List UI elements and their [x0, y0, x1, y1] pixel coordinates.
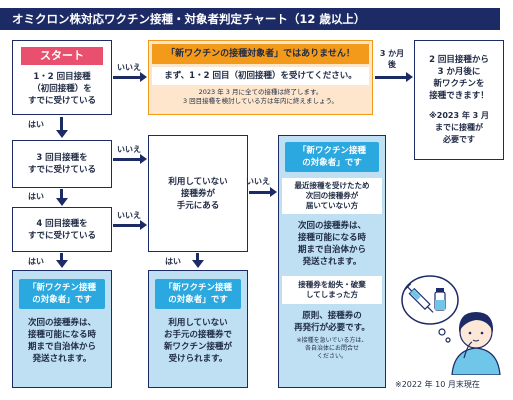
after-note: 必要です — [443, 135, 475, 144]
arrow-right-icon — [140, 72, 147, 82]
result-left-box: 「新ワクチン接種 の対象者」です 次回の接種券は、 接種可能になる時 期まで自治… — [12, 270, 112, 388]
page-title: オミクロン株対応ワクチン接種・対象者判定チャート（12 歳以上） — [0, 8, 500, 30]
arrow-down-icon — [55, 198, 68, 206]
section2-text: 原則、接種券の — [302, 311, 362, 321]
result-text: 利用していない — [168, 318, 228, 328]
arrow-right-icon — [406, 72, 413, 82]
coupon-line: 利用していない — [168, 176, 228, 187]
section2-text: 再発行が必要です。 — [294, 323, 370, 333]
not-target-main: まず、1・2 回目（初回接種）を受けてください。 — [164, 71, 357, 81]
after-line: 接種できます！ — [429, 91, 489, 101]
result-text: 次回の接種券は、 — [27, 318, 96, 328]
yes-label: はい — [165, 257, 181, 266]
section2-title: してしまった方 — [306, 290, 358, 299]
arrow-shaft — [196, 253, 199, 261]
arrow-right-icon — [270, 187, 277, 197]
q4-box: 4 回目接種を すでに受けている — [12, 207, 112, 252]
no-label: いいえ — [117, 211, 141, 220]
start-question-line: 1・2 回目接種 — [33, 72, 91, 82]
arrow-shaft — [375, 76, 407, 79]
after-note: ※2023 年 3 月 — [429, 111, 489, 120]
arrow-shaft — [113, 158, 141, 161]
yes-label: はい — [28, 192, 44, 201]
section2-note: 各自治体にお問合せ — [304, 345, 359, 352]
result-middle-box: 「新ワクチン接種 の対象者」です 利用していない お手元の接種券で 新ワクチン接… — [148, 270, 248, 388]
section1-text: 次回の接種券は、 — [297, 221, 366, 231]
arrow-down-icon — [191, 260, 204, 268]
arrow-shaft — [113, 224, 141, 227]
after-line: 3 か月後に — [437, 67, 481, 77]
arrow-shaft — [249, 191, 271, 194]
q4-line: すでに受けている — [27, 230, 97, 241]
q3-line: 3 回目接種を — [36, 153, 88, 163]
not-target-note: 2023 年 3 月に全ての接種は終了します。 — [198, 88, 323, 96]
section2-title: 接種券を紛失・破棄 — [298, 280, 366, 289]
q3-box: 3 回目接種を すでに受けている — [12, 140, 112, 188]
arrow-shaft — [60, 189, 63, 199]
person-with-vaccine-thought-icon — [401, 275, 501, 375]
section1-text: 接種可能になる時 — [297, 233, 366, 243]
result-text: 新ワクチン接種が — [163, 342, 232, 352]
coupon-line: 接種券が — [180, 188, 215, 199]
after-note: までに接種が — [435, 123, 483, 132]
result-text: 接種可能になる時 — [27, 330, 96, 340]
arrow-right-icon — [140, 154, 147, 164]
result-text: お手元の接種券で — [163, 330, 232, 340]
q3-line: すでに受けている — [27, 165, 97, 175]
coupon-line: 手元にある — [176, 200, 220, 211]
not-target-box: 「新ワクチンの接種対象者」ではありません！ まず、1・2 回目（初回接種）を受け… — [148, 40, 373, 115]
start-box: スタート 1・2 回目接種 （初回接種）を すでに受けている — [12, 40, 112, 115]
section2-note: ください。 — [316, 353, 347, 360]
result-text: 期まで自治体から — [27, 342, 96, 352]
q4-line: 4 回目接種を — [36, 218, 88, 229]
section1-text: 発送されます。 — [302, 257, 362, 267]
result-badge: 「新ワクチン接種 の対象者」です — [285, 142, 379, 172]
section1-title: 最近接種を受けたため — [294, 181, 370, 190]
arrow-right-icon — [140, 220, 147, 230]
yes-label: はい — [28, 120, 44, 129]
no-label: いいえ — [117, 63, 141, 72]
after-box: 2 回目接種から 3 か月後に 新ワクチンを 接種できます！ ※2023 年 3… — [414, 40, 504, 160]
section1-title: 次回の接種券が — [305, 191, 359, 200]
arrow-shaft — [60, 253, 63, 261]
section1-text: 期まで自治体から — [297, 245, 366, 255]
section1-title: 届いていない方 — [305, 201, 359, 210]
result-text: 受けられます。 — [168, 354, 228, 364]
footnote: ※2022 年 10 月末現在 — [395, 380, 480, 389]
result-badge: 「新ワクチン接種 の対象者」です — [19, 279, 105, 309]
arrow-shaft — [60, 117, 63, 131]
arrow-down-icon — [55, 130, 68, 138]
start-label: スタート — [21, 47, 103, 65]
not-target-note: 3 回目接種を検討している方は年内に終えましょう。 — [182, 97, 339, 105]
not-target-header: 「新ワクチンの接種対象者」ではありません！ — [152, 44, 369, 64]
after-line: 新ワクチンを — [433, 79, 485, 89]
result-right-box: 「新ワクチン接種 の対象者」です 最近接種を受けたため 次回の接種券が 届いてい… — [278, 135, 386, 388]
arrow-shaft — [113, 76, 141, 79]
after-line: 2 回目接種から — [429, 55, 489, 65]
three-months-label: 3 か月 後 — [379, 49, 405, 69]
start-question-line: すでに受けている — [27, 96, 97, 106]
section2-note: ※接種を急いでいる方は、 — [296, 337, 368, 344]
result-badge: 「新ワクチン接種 の対象者」です — [155, 279, 241, 309]
result-text: 発送されます。 — [32, 354, 92, 364]
no-label: いいえ — [246, 177, 270, 186]
coupon-question-box: 利用していない 接種券が 手元にある — [148, 135, 248, 252]
no-label: いいえ — [117, 145, 141, 154]
arrow-down-icon — [55, 260, 68, 268]
start-question-line: （初回接種）を — [32, 84, 92, 94]
yes-label: はい — [28, 257, 44, 266]
